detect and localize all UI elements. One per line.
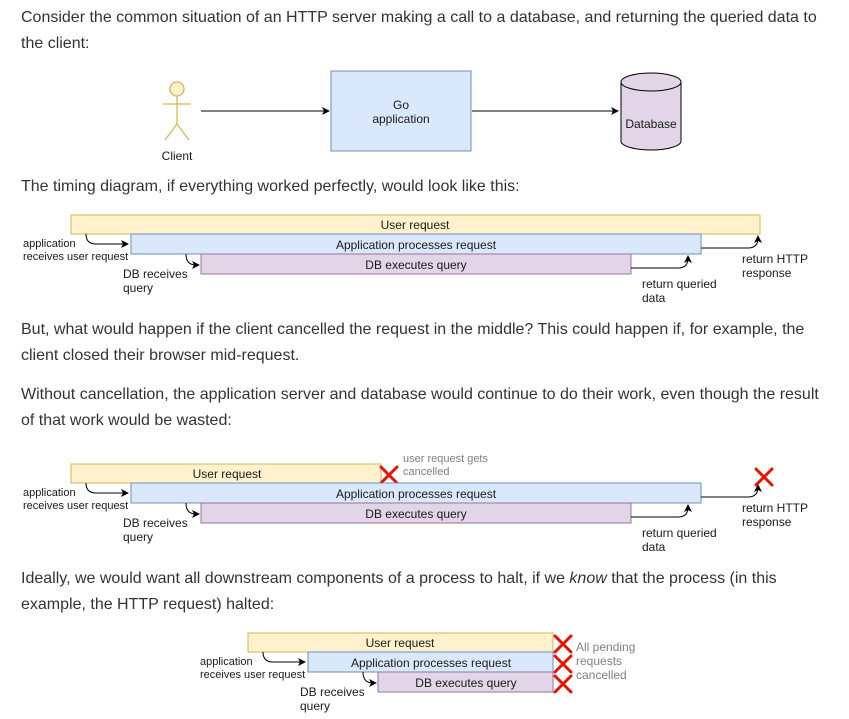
timing-diagram-no-cancellation: user request gets cancelled User request… (23, 453, 808, 554)
pending-label-line3: cancelled (576, 668, 627, 682)
user-request-label: User request (366, 636, 435, 650)
return-http-label-line1: return HTTP (742, 252, 808, 266)
pending-label-line1: All pending (576, 640, 635, 654)
ideal-text-after: that the process (in this example, the H… (21, 570, 777, 613)
app-receives-arrow (85, 482, 129, 497)
database-cylinder-icon (620, 72, 682, 151)
app-receives-arrow (262, 651, 306, 666)
user-request-label: User request (381, 218, 450, 232)
app-processes-label: Application processes request (336, 487, 497, 501)
db-receives-label-line2: query (123, 530, 153, 544)
db-receives-label-line1: DB receives (300, 685, 365, 699)
return-http-arrow (701, 235, 762, 249)
return-http-label-line1: return HTTP (742, 501, 808, 515)
architecture-diagram: Client Go application Database (162, 70, 682, 163)
cancel-x-icon (553, 634, 573, 654)
return-http-label-line2: response (742, 515, 792, 529)
db-receives-arrow (362, 671, 377, 687)
db-receives-label-line1: DB receives (123, 267, 188, 281)
return-http-arrow (701, 484, 762, 498)
client-label: Client (162, 149, 193, 163)
gets-cancelled-label-line1: user request gets (403, 453, 488, 465)
db-executes-bar (200, 502, 632, 524)
db-receives-arrow (185, 502, 200, 518)
user-request-label: User request (193, 467, 262, 481)
db-receives-label-line2: query (300, 699, 330, 713)
app-receives-label-line1: application (23, 487, 76, 499)
db-executes-label: DB executes query (365, 507, 466, 521)
go-application-box (330, 70, 472, 152)
cancel-question-paragraph: But, what would happen if the client can… (21, 321, 805, 364)
app-processes-label: Application processes request (351, 656, 512, 670)
cancel-x-icon (553, 654, 573, 674)
app-processes-label: Application processes request (336, 238, 497, 252)
intro-paragraph: Consider the common situation of an HTTP… (21, 9, 817, 52)
db-receives-label-line1: DB receives (123, 516, 188, 530)
db-executes-bar (200, 253, 632, 275)
return-data-label-line1: return queried (642, 277, 717, 291)
db-executes-label: DB executes query (365, 258, 466, 272)
ideal-paragraph: Ideally, we would want all downstream co… (21, 566, 831, 618)
return-http-label-line2: response (742, 266, 792, 280)
cancel-x-icon (754, 467, 774, 487)
app-receives-arrow (85, 233, 129, 248)
app-receives-label-line2: receives user request (200, 669, 305, 681)
no-cancellation-paragraph: Without cancellation, the application se… (21, 386, 819, 429)
timing-intro-paragraph: The timing diagram, if everything worked… (21, 178, 520, 195)
db-receives-label-line2: query (123, 281, 153, 295)
gets-cancelled-label-line2: cancelled (403, 466, 449, 478)
ideal-text-before: Ideally, we would want all downstream co… (21, 570, 570, 587)
pending-label-line2: requests (576, 654, 622, 668)
app-receives-label-line1: application (200, 656, 253, 668)
cancel-x-icon (553, 674, 573, 694)
app-receives-label-line1: application (23, 238, 76, 250)
return-data-arrow (631, 255, 692, 269)
return-data-arrow (631, 504, 692, 518)
app-receives-label-line2: receives user request (23, 500, 128, 512)
db-executes-label: DB executes query (415, 676, 516, 690)
client-actor-icon (163, 81, 191, 141)
timing-diagram-cancellation: User request Application processes reque… (200, 632, 635, 713)
app-label-line1: Go (393, 98, 409, 112)
return-data-label-line2: data (642, 291, 666, 305)
cancel-x-icon (379, 465, 399, 485)
ideal-text-emphasis: know (569, 570, 607, 587)
return-data-label-line1: return queried (642, 526, 717, 540)
timing-diagram-normal: User request Application processes reque… (23, 214, 808, 305)
app-receives-label-line2: receives user request (23, 251, 128, 263)
app-label-line2: application (372, 112, 429, 126)
return-data-label-line2: data (642, 540, 666, 554)
db-receives-arrow (185, 253, 200, 269)
db-executes-bar (377, 671, 554, 693)
database-label: Database (625, 117, 677, 131)
